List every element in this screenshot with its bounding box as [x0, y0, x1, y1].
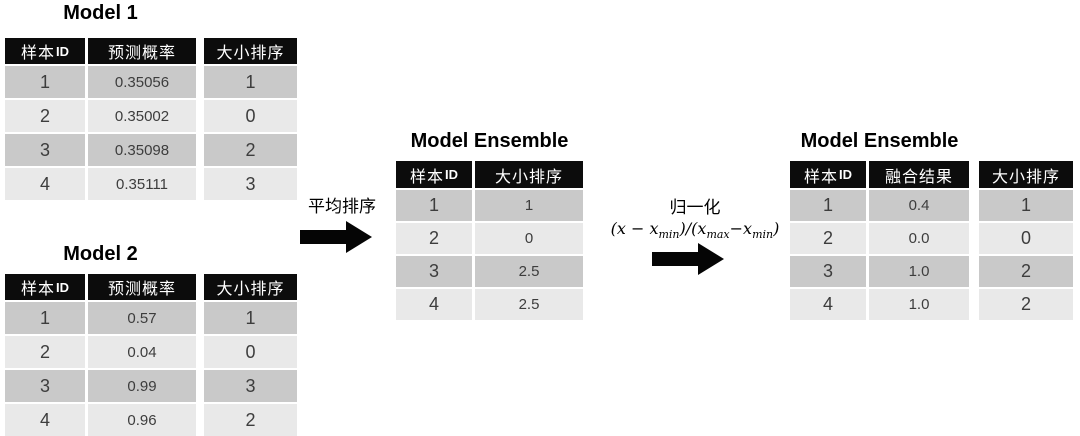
table-cell: 4 [5, 168, 85, 200]
table-cell: 0.35002 [88, 100, 196, 132]
table-cell: 2 [5, 336, 85, 368]
table-cell: 1.0 [869, 289, 969, 320]
table-cell: 0.99 [88, 370, 196, 402]
table-cell: 1.0 [869, 256, 969, 287]
rank-cell: 1 [204, 302, 297, 334]
normalize-formula: (x − xmin)/(xmax−xmin) [610, 219, 780, 242]
column-header-fusion-result: 融合结果 [869, 161, 969, 188]
rank-cell: 1 [475, 190, 583, 221]
table-cell: 2 [396, 223, 472, 254]
rank-cell: 0 [979, 223, 1073, 254]
rank-cell: 2.5 [475, 256, 583, 287]
table-cell: 1 [5, 66, 85, 98]
rank-cell: 0 [475, 223, 583, 254]
rank-cell: 2 [979, 256, 1073, 287]
table-cell: 2 [790, 223, 866, 254]
arrow-right-icon [652, 243, 724, 275]
table-cell: 0.96 [88, 404, 196, 436]
normalize-block: 归一化 (x − xmin)/(xmax−xmin) [580, 193, 810, 241]
ensemble-right-title: Model Ensemble [800, 130, 959, 152]
rank-cell: 1 [979, 190, 1073, 221]
table-cell: 0.57 [88, 302, 196, 334]
model2-title: Model 2 [63, 243, 138, 265]
column-header-probability: 预测概率 [88, 274, 196, 300]
normalize-label: 归一化 [669, 198, 721, 217]
rank-cell: 2 [204, 404, 297, 436]
column-header-rank: 大小排序 [204, 274, 297, 300]
table-cell: 3 [5, 370, 85, 402]
table-cell: 1 [5, 302, 85, 334]
rank-cell: 2 [979, 289, 1073, 320]
rank-cell: 0 [204, 336, 297, 368]
table-cell: 0.4 [869, 190, 969, 221]
rank-cell: 2.5 [475, 289, 583, 320]
model1-title: Model 1 [63, 2, 138, 24]
column-header-rank: 大小排序 [979, 161, 1073, 188]
rank-cell: 0 [204, 100, 297, 132]
table-cell: 4 [5, 404, 85, 436]
table-cell: 0.04 [88, 336, 196, 368]
rank-cell: 1 [204, 66, 297, 98]
column-header-rank: 大小排序 [204, 38, 297, 64]
table-cell: 4 [790, 289, 866, 320]
column-header-probability: 预测概率 [88, 38, 196, 64]
rank-cell: 3 [204, 370, 297, 402]
table-cell: 1 [396, 190, 472, 221]
table-cell: 0.35111 [88, 168, 196, 200]
column-header-rank: 大小排序 [475, 161, 583, 188]
ensemble-mid-title: Model Ensemble [410, 130, 569, 152]
arrow-right-icon [300, 221, 372, 253]
table-cell: 3 [5, 134, 85, 166]
table-cell: 3 [790, 256, 866, 287]
table-cell: 1 [790, 190, 866, 221]
table-cell: 2 [5, 100, 85, 132]
average-rank-label: 平均排序 [308, 197, 376, 216]
table-cell: 3 [396, 256, 472, 287]
rank-cell: 3 [204, 168, 297, 200]
table-cell: 0.0 [869, 223, 969, 254]
table-cell: 0.35098 [88, 134, 196, 166]
table-cell: 4 [396, 289, 472, 320]
table-cell: 0.35056 [88, 66, 196, 98]
rank-cell: 2 [204, 134, 297, 166]
